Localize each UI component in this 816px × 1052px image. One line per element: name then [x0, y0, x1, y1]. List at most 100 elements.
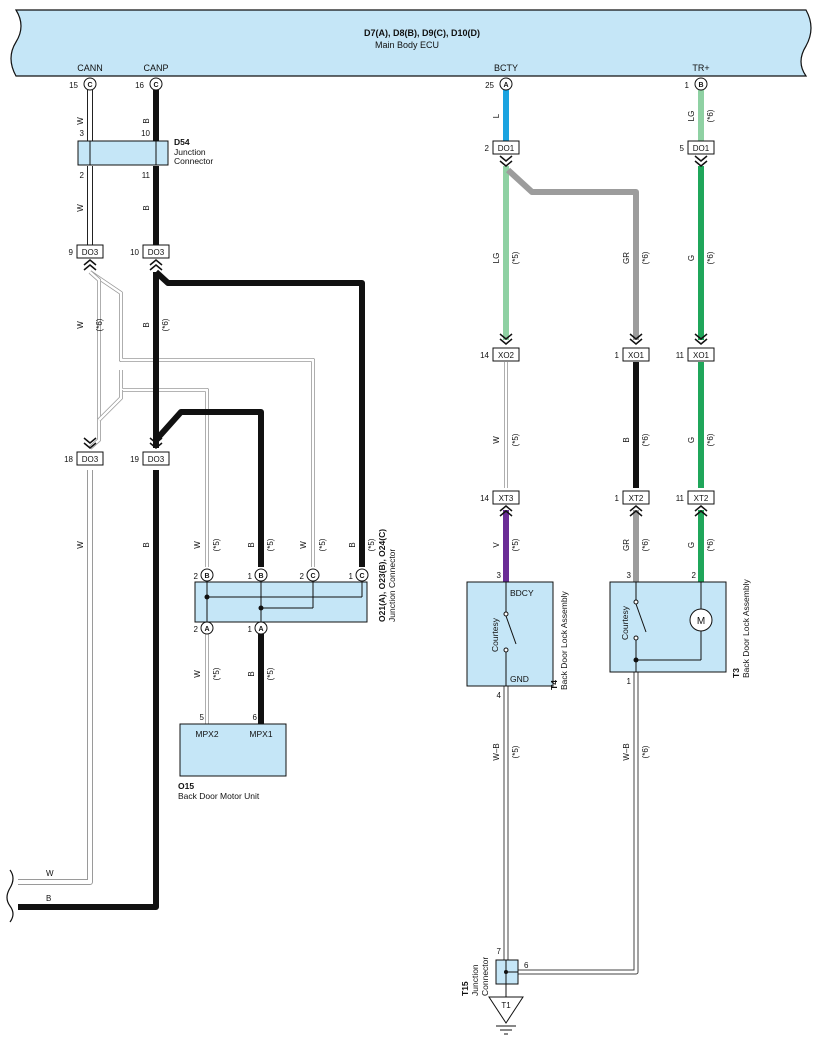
svg-text:5: 5: [680, 144, 685, 153]
connector-xt2-b: XT2 1: [615, 490, 650, 517]
svg-text:6: 6: [524, 961, 529, 970]
t3-switch-label: Courtesy: [620, 605, 630, 640]
ecu-terminal-cann: CANN: [77, 63, 103, 73]
svg-text:LG: LG: [687, 111, 696, 122]
svg-text:B: B: [142, 118, 151, 123]
svg-text:V: V: [492, 542, 501, 548]
svg-text:DO1: DO1: [498, 144, 515, 153]
svg-text:DO1: DO1: [693, 144, 710, 153]
svg-text:MPX1: MPX1: [249, 729, 272, 739]
svg-text:(*5): (*5): [212, 667, 221, 680]
connector-do3-9: DO3 9: [69, 244, 104, 271]
svg-text:14: 14: [480, 494, 489, 503]
ecu-name: Main Body ECU: [375, 40, 439, 50]
svg-text:(*6): (*6): [641, 538, 650, 551]
svg-text:G: G: [687, 542, 696, 548]
svg-text:(*6): (*6): [706, 433, 715, 446]
svg-text:Junction: Junction: [174, 147, 206, 157]
svg-text:(*6): (*6): [706, 251, 715, 264]
svg-text:W: W: [46, 869, 54, 878]
svg-text:GND: GND: [510, 674, 529, 684]
svg-text:11: 11: [676, 494, 685, 503]
svg-text:9: 9: [69, 248, 74, 257]
wire-break-marks: [6, 869, 14, 923]
connector-xt2-g: XT2 11: [676, 490, 715, 517]
svg-text:W: W: [76, 541, 85, 549]
svg-text:16: 16: [135, 81, 144, 90]
wire-w-2: [88, 270, 209, 567]
svg-text:C: C: [87, 82, 92, 89]
ground-icon: [488, 996, 524, 1024]
svg-text:W: W: [76, 117, 85, 125]
t15-junction-connector: 7 6 T15 Junction Connector: [460, 947, 529, 996]
svg-text:XT3: XT3: [499, 494, 514, 503]
wire-b-down: [18, 470, 159, 910]
svg-text:B: B: [622, 437, 631, 442]
wire-wb-t3: [518, 672, 639, 975]
svg-text:1: 1: [615, 494, 620, 503]
svg-text:6: 6: [253, 713, 258, 722]
svg-text:B: B: [46, 894, 51, 903]
d54-connector: 3 10 2 11 D54 Junction Connector: [77, 129, 213, 180]
svg-text:(*5): (*5): [511, 433, 520, 446]
svg-text:LG: LG: [492, 253, 501, 264]
svg-text:2: 2: [80, 171, 85, 180]
svg-text:DO3: DO3: [148, 455, 165, 464]
svg-text:(*6): (*6): [641, 251, 650, 264]
svg-text:(*5): (*5): [266, 538, 275, 551]
connector-do3-10: DO3 10: [130, 244, 170, 271]
svg-text:14: 14: [480, 351, 489, 360]
connector-xo1-gr: XO1 1: [615, 333, 650, 362]
svg-text:Connector: Connector: [174, 156, 213, 166]
ground-symbol: T1: [488, 984, 524, 1035]
svg-text:(*6): (*6): [706, 109, 715, 122]
svg-text:GR: GR: [622, 539, 631, 551]
t3-code: T3: [731, 668, 741, 678]
svg-text:(*5): (*5): [212, 538, 221, 551]
svg-text:C: C: [153, 82, 158, 89]
svg-text:1: 1: [627, 677, 632, 686]
svg-text:1: 1: [615, 351, 620, 360]
o21-code: O21(A), O23(B), O24(C): [377, 529, 387, 622]
svg-text:B: B: [258, 573, 263, 580]
connector-do1-bcty: DO1 2: [485, 140, 520, 167]
svg-text:25: 25: [485, 81, 494, 90]
svg-text:DO3: DO3: [148, 248, 165, 257]
svg-text:1: 1: [248, 625, 253, 634]
svg-text:(*5): (*5): [511, 538, 520, 551]
wire-b-2: [153, 409, 264, 567]
svg-text:18: 18: [64, 455, 73, 464]
svg-text:B: B: [247, 671, 256, 676]
wire-w-down: [18, 470, 93, 885]
svg-text:2: 2: [300, 572, 305, 581]
t3-name: Back Door Lock Assembly: [741, 579, 751, 678]
svg-text:A: A: [258, 626, 263, 633]
svg-text:B: B: [204, 573, 209, 580]
t4-switch-label: Courtesy: [490, 617, 500, 652]
svg-text:3: 3: [497, 571, 502, 580]
svg-text:W: W: [76, 321, 85, 329]
wire-labels: W B W B W (*6) B (*6) W B W (*5) B (*5) …: [46, 109, 715, 903]
svg-text:2: 2: [485, 144, 490, 153]
o21-name: Junction Connector: [387, 549, 397, 622]
connector-do3-19: DO3 19: [130, 437, 170, 466]
svg-text:2: 2: [194, 625, 199, 634]
ecu-terminal-tr: TR+: [692, 63, 709, 73]
svg-text:W: W: [193, 670, 202, 678]
svg-text:(*5): (*5): [318, 538, 327, 551]
svg-text:19: 19: [130, 455, 139, 464]
svg-text:B: B: [348, 542, 357, 547]
wire-group: [18, 90, 704, 975]
d54-code: D54: [174, 137, 190, 147]
svg-text:M: M: [697, 616, 705, 627]
svg-text:5: 5: [200, 713, 205, 722]
svg-text:B: B: [142, 542, 151, 547]
svg-text:3: 3: [627, 571, 632, 580]
svg-text:L: L: [492, 113, 501, 118]
wire-b-canp-splice: [153, 269, 365, 567]
ecu-terminal-bcty: BCTY: [494, 63, 518, 73]
svg-text:1: 1: [685, 81, 690, 90]
svg-text:DO3: DO3: [82, 248, 99, 257]
svg-text:C: C: [359, 573, 364, 580]
svg-text:G: G: [687, 255, 696, 261]
